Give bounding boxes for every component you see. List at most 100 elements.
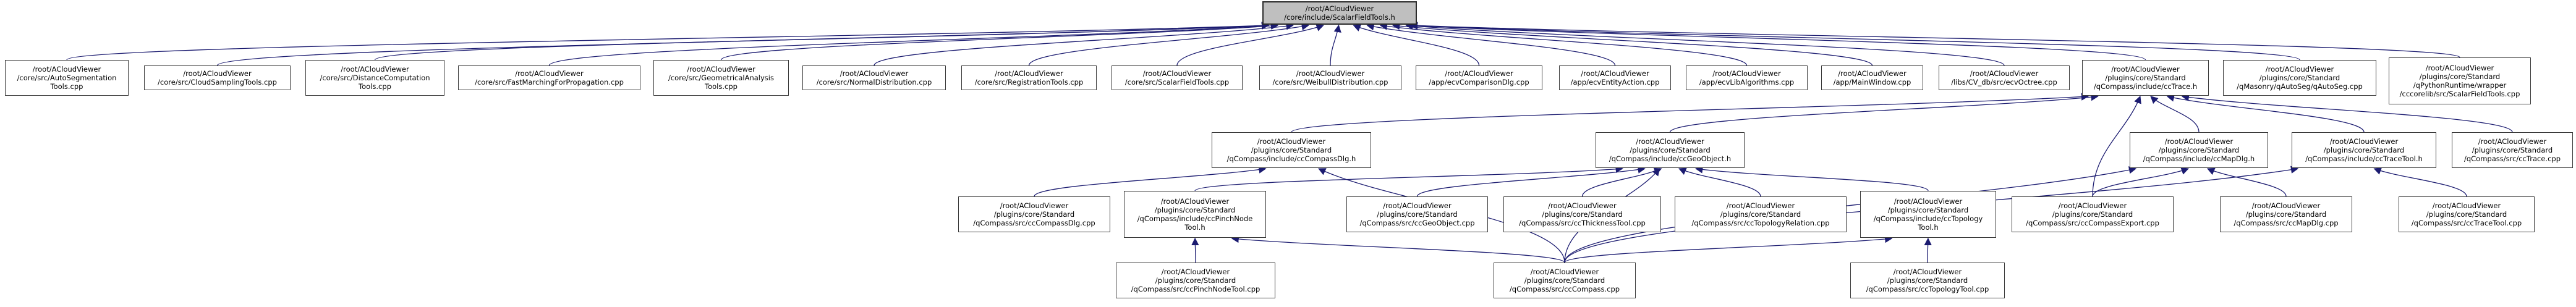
graph-node-cccompass-cpp[interactable]: /root/ACloudViewer /plugins/core/Standar… (1494, 263, 1636, 298)
include-edge (1581, 167, 1662, 197)
include-edge (1392, 22, 1873, 66)
graph-node-label: /root/ACloudViewer /plugins/core/Standar… (1226, 137, 1356, 163)
graph-node-label: /root/ACloudViewer /plugins/core/Standar… (1137, 196, 1253, 232)
include-edge (1409, 22, 2146, 61)
graph-node-geometricalanalysistools-cpp[interactable]: /root/ACloudViewer /core/src/Geometrical… (653, 60, 789, 96)
graph-node-label: /root/ACloudViewer /plugins/core/Standar… (2463, 137, 2561, 163)
graph-node-cccompassexport-cpp[interactable]: /root/ACloudViewer /plugins/core/Standar… (2012, 196, 2174, 232)
graph-node-ccgeoobject-cpp[interactable]: /root/ACloudViewer /plugins/core/Standar… (1346, 196, 1488, 232)
graph-node-cccompassdlg-cpp[interactable]: /root/ACloudViewer /plugins/core/Standar… (958, 196, 1110, 232)
include-edge (1231, 235, 1565, 263)
graph-node-label: /root/ACloudViewer /plugins/core/Standar… (1691, 201, 1830, 227)
graph-node-pythonruntime-scalarfieldtools-cpp[interactable]: /root/ACloudViewer /plugins/core/Standar… (2389, 57, 2531, 104)
graph-node-cctracetool-cpp[interactable]: /root/ACloudViewer /plugins/core/Standar… (2399, 196, 2535, 232)
graph-node-label: /root/ACloudViewer /plugins/core/Standar… (2234, 201, 2339, 227)
graph-node-label: /root/ACloudViewer /plugins/core/Standar… (1131, 267, 1260, 293)
include-edge (1564, 166, 2299, 263)
graph-node-autosegmentationtools-cpp[interactable]: /root/ACloudViewer /core/src/AutoSegment… (5, 60, 129, 96)
graph-node-label: /root/ACloudViewer /plugins/core/Standar… (2411, 201, 2522, 227)
graph-node-cloudsamplingtools-cpp[interactable]: /root/ACloudViewer /core/src/CloudSampli… (144, 65, 291, 90)
graph-node-label: /root/ACloudViewer /plugins/core/Standar… (2093, 64, 2198, 91)
graph-node-distancecomputationtools-cpp[interactable]: /root/ACloudViewer /core/src/DistanceCom… (305, 60, 444, 96)
graph-node-label: /root/ACloudViewer /core/src/FastMarchin… (475, 69, 624, 86)
graph-node-label: /root/ACloudViewer /plugins/core/Standar… (1866, 267, 1989, 293)
include-edge (2092, 167, 2189, 197)
include-edge (66, 22, 1270, 61)
graph-node-ccpinchnodetool-h[interactable]: /root/ACloudViewer /plugins/core/Standar… (1124, 191, 1266, 238)
include-edge (1028, 22, 1309, 66)
graph-node-label: /root/ACloudViewer /plugins/core/Standar… (1359, 201, 1475, 227)
graph-node-cctrace-cpp[interactable]: /root/ACloudViewer /plugins/core/Standar… (2452, 132, 2573, 168)
graph-node-label: /root/ACloudViewer /core/src/Registratio… (974, 69, 1084, 86)
include-edge (2181, 93, 2513, 133)
graph-node-ccmapdlg-h[interactable]: /root/ACloudViewer /plugins/core/Standar… (2130, 132, 2268, 168)
graph-node-fastmarchingforpropagation-cpp[interactable]: /root/ACloudViewer /core/src/FastMarchin… (458, 65, 640, 90)
include-edge (2166, 94, 2365, 133)
graph-node-label: /root/ACloudViewer /app/ecvLibAlgorithms… (1699, 69, 1795, 86)
graph-node-label: /root/ACloudViewer /plugins/core/Standar… (1509, 267, 1620, 293)
include-edge (1191, 237, 1199, 263)
graph-node-label: /root/ACloudViewer /core/src/DistanceCom… (320, 64, 430, 91)
graph-node-ccpinchnodetool-cpp[interactable]: /root/ACloudViewer /plugins/core/Standar… (1116, 263, 1275, 298)
include-edge (1330, 24, 1341, 66)
graph-node-label: /root/ACloudViewer /plugins/core/Standar… (973, 201, 1095, 227)
graph-node-weibulldistribution-cpp[interactable]: /root/ACloudViewer /core/src/WeibullDist… (1259, 65, 1401, 90)
graph-node-registrationtools-cpp[interactable]: /root/ACloudViewer /core/src/Registratio… (961, 65, 1097, 90)
graph-node-ecventityaction-cpp[interactable]: /root/ACloudViewer /app/ecvEntityAction.… (1559, 65, 1671, 90)
include-edge (2150, 96, 2200, 133)
graph-node-ecvcomparisondlg-cpp[interactable]: /root/ACloudViewer /app/ecvComparisonDlg… (1416, 65, 1542, 90)
graph-node-scalarfieldtools-cpp[interactable]: /root/ACloudViewer /core/src/ScalarField… (1112, 65, 1243, 90)
graph-node-ccthicknesstool-cpp[interactable]: /root/ACloudViewer /plugins/core/Standar… (1503, 196, 1661, 232)
graph-node-label: /root/ACloudViewer /core/src/Geometrical… (668, 64, 774, 91)
graph-node-ccmapdlg-cpp[interactable]: /root/ACloudViewer /plugins/core/Standar… (2220, 196, 2352, 232)
include-edge (2092, 95, 2141, 197)
include-edge (720, 22, 1279, 61)
graph-node-label: /root/ACloudViewer /core/src/CloudSampli… (158, 69, 277, 86)
include-edge (1678, 167, 1761, 197)
include-edge (1194, 165, 1623, 191)
include-edge (1176, 23, 1324, 66)
graph-node-label: /root/ACloudViewer /app/ecvComparisonDlg… (1429, 69, 1529, 86)
graph-node-qautoseg-cpp[interactable]: /root/ACloudViewer /plugins/core/Standar… (2223, 60, 2376, 96)
include-edge (548, 22, 1270, 66)
graph-node-mainwindow-cpp[interactable]: /root/ACloudViewer /app/MainWindow.cpp (1821, 65, 1923, 90)
graph-node-cctopologytool-h[interactable]: /root/ACloudViewer /plugins/core/Standar… (1860, 191, 1996, 238)
include-edge (1416, 166, 1646, 197)
include-edge (1669, 93, 2099, 133)
include-edge (1405, 22, 2005, 66)
graph-node-normaldistribution-cpp[interactable]: /root/ACloudViewer /core/src/NormalDistr… (802, 65, 946, 90)
include-edge (874, 22, 1294, 66)
graph-node-label: /root/ACloudViewer /core/src/NormalDistr… (816, 69, 932, 86)
graph-node-ecvoctree-cpp[interactable]: /root/ACloudViewer /libs/CV_db/src/ecvOc… (1939, 65, 2070, 90)
include-edge (1695, 166, 1929, 191)
graph-node-label: /root/ACloudViewer /core/src/ScalarField… (1124, 69, 1230, 86)
graph-node-cctopologyrelation-cpp[interactable]: /root/ACloudViewer /plugins/core/Standar… (1675, 196, 1847, 232)
include-edge (1379, 22, 1748, 66)
include-edge (374, 22, 1270, 61)
include-edge (1353, 24, 1480, 66)
graph-node-label: /root/ACloudViewer /plugins/core/Standar… (2026, 201, 2159, 227)
graph-node-label: /root/ACloudViewer /plugins/core/Standar… (2399, 63, 2520, 99)
include-edge (1564, 235, 1893, 263)
graph-node-label: /root/ACloudViewer /core/include/ScalarF… (1284, 4, 1395, 22)
include-edge (2373, 167, 2467, 197)
include-edge (1366, 23, 1616, 66)
graph-node-cccompassdlg-h[interactable]: /root/ACloudViewer /plugins/core/Standar… (1212, 132, 1371, 168)
graph-node-label: /root/ACloudViewer /core/src/AutoSegment… (17, 64, 117, 91)
graph-node-ecvlibalgorithms-cpp[interactable]: /root/ACloudViewer /app/ecvLibAlgorithms… (1686, 65, 1808, 90)
graph-node-cctrace-h[interactable]: /root/ACloudViewer /plugins/core/Standar… (2082, 60, 2209, 96)
graph-node-label: /root/ACloudViewer /app/ecvEntityAction.… (1570, 69, 1660, 86)
include-edge (1291, 93, 2089, 133)
graph-node-ccgeoobject-h[interactable]: /root/ACloudViewer /plugins/core/Standar… (1596, 132, 1745, 168)
graph-node-label: /root/ACloudViewer /plugins/core/Standar… (1609, 137, 1732, 163)
graph-node-label: /root/ACloudViewer /libs/CV_db/src/ecvOc… (1951, 69, 2057, 86)
graph-node-cctracetool-h[interactable]: /root/ACloudViewer /plugins/core/Standar… (2292, 132, 2436, 168)
graph-node-label: /root/ACloudViewer /core/src/WeibullDist… (1272, 69, 1388, 86)
graph-node-label: /root/ACloudViewer /plugins/core/Standar… (2143, 137, 2255, 163)
graph-node-scalarfieldtools-h[interactable]: /root/ACloudViewer /core/include/ScalarF… (1262, 1, 1417, 25)
include-edge (2206, 167, 2287, 197)
graph-node-cctopologytool-cpp[interactable]: /root/ACloudViewer /plugins/core/Standar… (1850, 263, 2005, 298)
graph-node-label: /root/ACloudViewer /app/MainWindow.cpp (1833, 69, 1911, 86)
include-edge (1409, 22, 2300, 61)
graph-node-label: /root/ACloudViewer /plugins/core/Standar… (2305, 137, 2423, 163)
